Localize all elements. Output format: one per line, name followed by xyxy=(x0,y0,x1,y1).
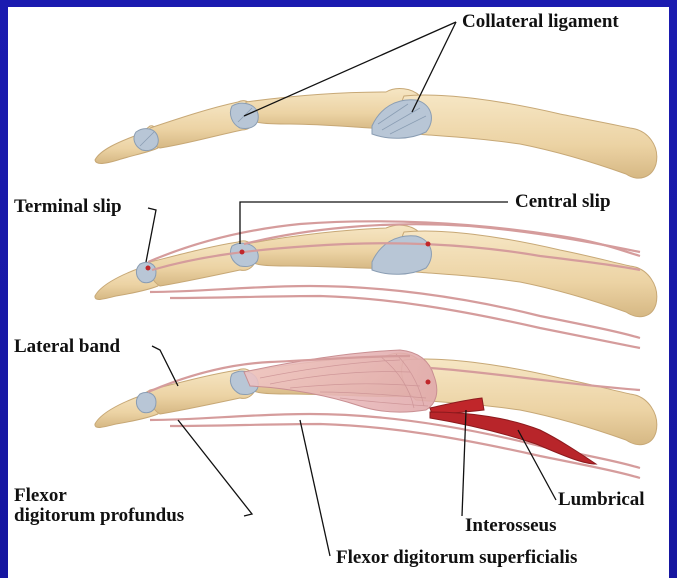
flexor-profundus-middle xyxy=(150,286,640,338)
label-flexor-profundus-line2: digitorum profundus xyxy=(14,506,184,526)
mcp-marker-middle xyxy=(426,242,431,247)
leader-terminal-slip xyxy=(146,208,156,262)
flexor-profundus-bottom xyxy=(150,414,640,468)
terminal-slip-insertion xyxy=(146,266,151,271)
label-collateral-ligament: Collateral ligament xyxy=(462,12,619,32)
leader-lateral-band xyxy=(152,346,178,386)
label-flexor-profundus-line1: Flexor xyxy=(14,486,67,506)
leader-flexor-profundus xyxy=(178,420,252,516)
ligament-dip-middle xyxy=(136,262,156,282)
finger-bottom xyxy=(95,350,657,478)
leader-interosseus xyxy=(462,410,466,516)
label-central-slip: Central slip xyxy=(515,192,611,212)
label-lateral-band: Lateral band xyxy=(14,337,120,357)
leader-flexor-superficialis xyxy=(300,420,330,556)
central-slip-insertion xyxy=(240,250,245,255)
ligament-dip-bottom xyxy=(136,392,156,412)
label-terminal-slip: Terminal slip xyxy=(14,197,122,217)
finger-top xyxy=(95,89,657,179)
label-lumbrical: Lumbrical xyxy=(558,490,645,510)
label-interosseus: Interosseus xyxy=(465,516,557,536)
label-flexor-superficialis: Flexor digitorum superficialis xyxy=(336,548,577,568)
finger-middle xyxy=(95,221,657,348)
mcp-marker-bottom xyxy=(426,380,431,385)
metacarpal-top xyxy=(402,95,657,178)
